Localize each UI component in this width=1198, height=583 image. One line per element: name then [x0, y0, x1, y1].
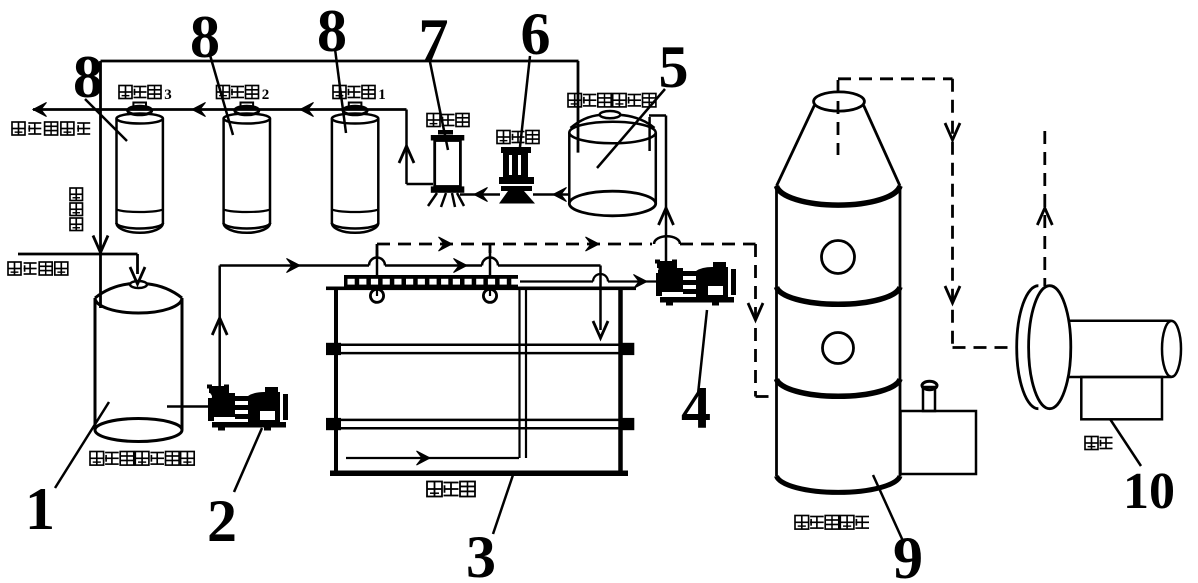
svg-text:2: 2 [207, 488, 237, 554]
svg-text:10: 10 [1123, 463, 1175, 520]
svg-text:4: 4 [681, 375, 711, 441]
svg-text:5: 5 [659, 34, 689, 100]
svg-text:6: 6 [521, 1, 551, 67]
svg-text:1: 1 [25, 476, 55, 542]
svg-text:2: 2 [262, 87, 270, 103]
svg-text:7: 7 [419, 7, 449, 73]
svg-text:3: 3 [164, 87, 172, 103]
svg-text:9: 9 [893, 525, 923, 583]
svg-text:1: 1 [378, 87, 386, 103]
svg-text:8: 8 [317, 0, 347, 64]
svg-text:3: 3 [466, 524, 496, 583]
svg-text:8: 8 [190, 4, 220, 70]
svg-text:8: 8 [73, 44, 103, 110]
